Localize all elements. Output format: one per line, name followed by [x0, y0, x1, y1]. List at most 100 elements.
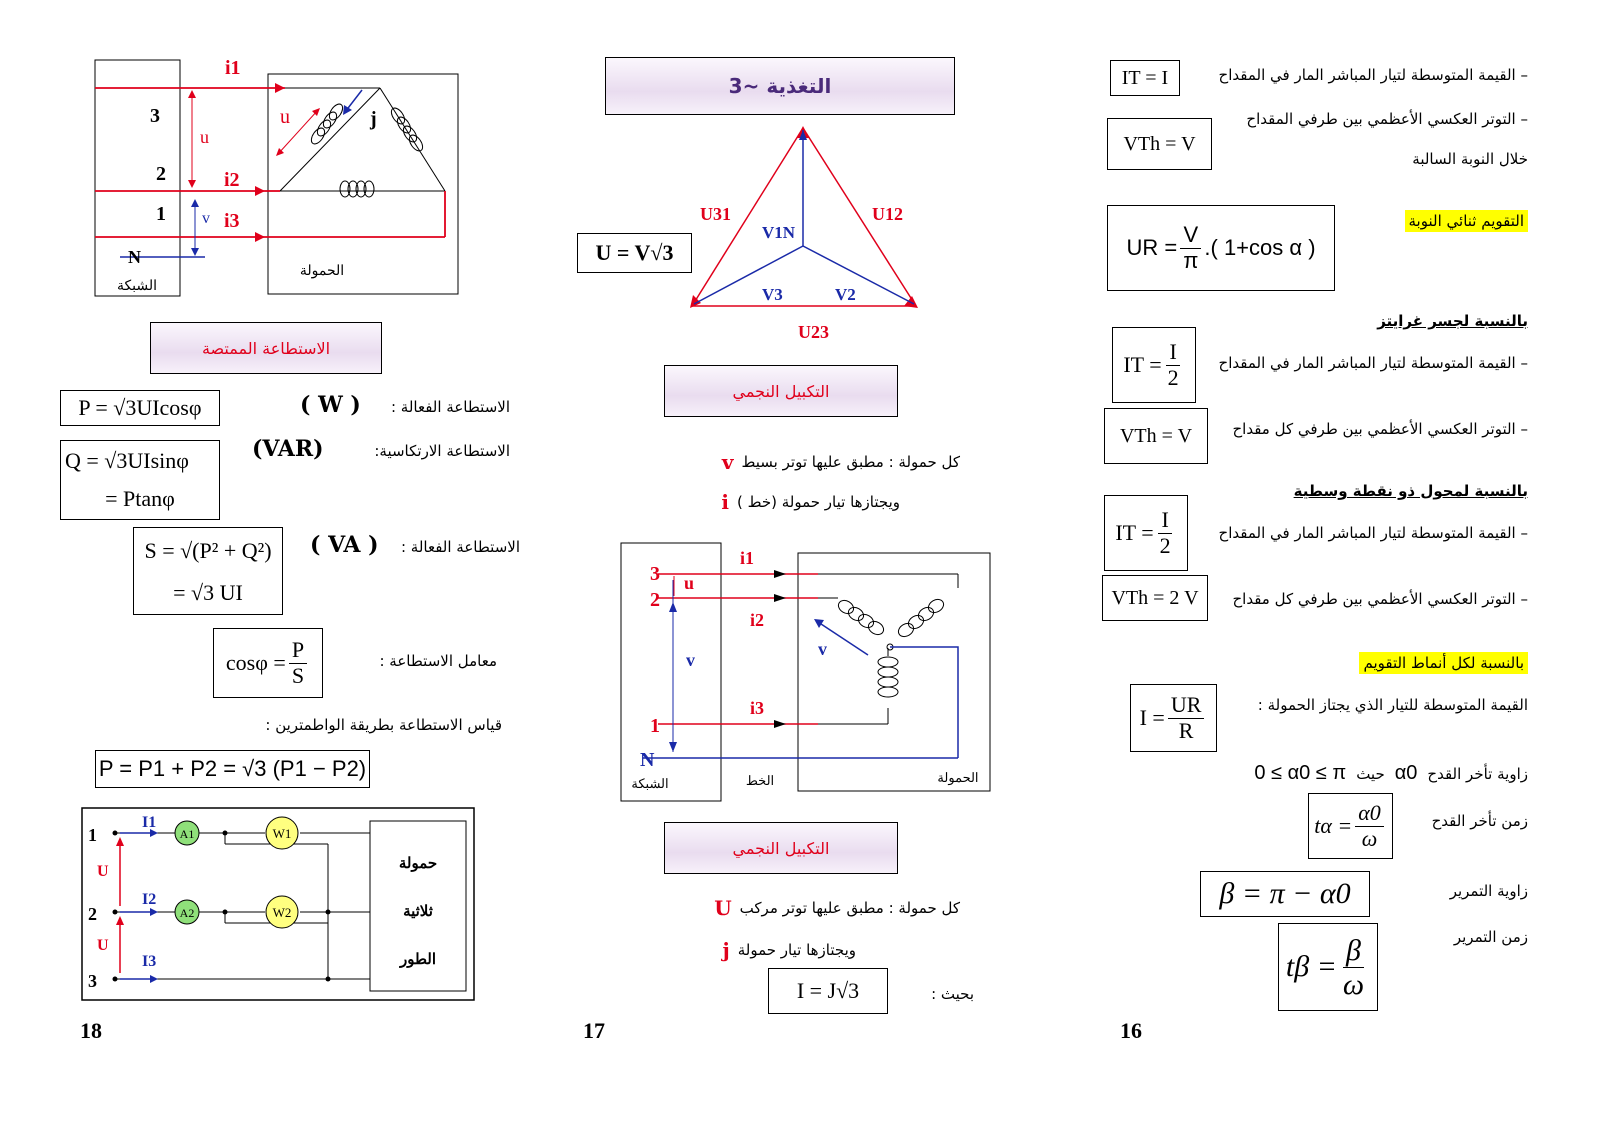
avg-current-3-den: 2	[1159, 532, 1171, 558]
firing-angle-where: حيث	[1356, 764, 1385, 783]
I1-label: I1	[142, 814, 156, 831]
all-rectifiers-heading: بالنسبة لكل أنماط التقويم	[1359, 652, 1528, 674]
center-tap-heading: بالنسبة لمحول ذو نقطة وسطية	[1293, 482, 1528, 500]
U23-label: U23	[798, 322, 829, 342]
avg-current-2-num: I	[1166, 340, 1180, 366]
node-2-label: 2	[88, 904, 97, 924]
delta-current-text: ويجتازها تيار حمولة	[737, 941, 856, 959]
supply-title: التغذية ~3	[605, 57, 955, 115]
U31-label: U31	[700, 204, 731, 224]
firing-angle-line: زاوية تأخر القدح α0 حيث 0 ≤ α0 ≤ π	[1254, 762, 1528, 785]
line-phase-current-formula: I = J√3	[768, 968, 888, 1014]
line-2-label: 2	[156, 163, 166, 185]
conduction-angle-formula: β = π − α0	[1200, 871, 1370, 917]
reverse-voltage-text-1: – التوتر العكسي الأعظمي بين طرفي المقداح	[1246, 110, 1528, 128]
two-wattmeter-circuit: 1 2 3 I1 I2 I3 U U A1 A2 W1 W2 حمولة ثلا…	[81, 807, 475, 1001]
delta-voltage-line: كل حمولة : مطبق عليها توتر مركب U	[714, 896, 960, 920]
delta-connection-diagram: 3 2 1 N i1 i2 i3 u v u j الشبكة الحمولة	[94, 57, 459, 297]
active-power-label: الاستطاعة الفعالة :	[390, 398, 510, 416]
apparent-power-label: الاستطاعة الفعالة :	[400, 538, 520, 556]
line-2-label: 2	[650, 589, 660, 611]
U-label-2: U	[97, 937, 109, 954]
reactive-power-formula-line2: = Ptanφ	[105, 486, 175, 511]
i3-label: i3	[224, 210, 240, 232]
firing-delay-lhs: tα =	[1314, 813, 1353, 838]
star-voltage-text: كل حمولة : مطبق عليها توتر بسيط	[741, 453, 960, 471]
line-3-label: 3	[150, 105, 160, 127]
ammeter-a1-icon	[174, 820, 200, 846]
I2-label: I2	[142, 891, 156, 908]
firing-delay-num: α0	[1355, 801, 1384, 827]
A2-label: A2	[180, 906, 195, 920]
full-wave-heading: التقويم ثنائي النوبة	[1404, 210, 1528, 232]
U12-label: U12	[872, 204, 903, 224]
reverse-voltage-formula-2: VTh = V	[1104, 408, 1208, 464]
conduction-time-den: ω	[1342, 967, 1365, 1001]
delta-voltage-text: كل حمولة : مطبق عليها توتر مركب	[739, 899, 960, 917]
delta-current-line: ويجتازها تيار حمولة j	[722, 938, 856, 962]
reverse-voltage-formula-1: VTh = V	[1107, 118, 1212, 170]
avg-current-2-den: 2	[1167, 364, 1179, 390]
page-number-17: 17	[583, 1018, 605, 1043]
star-connection-title-1: التكبيل النجمي	[664, 365, 898, 417]
star-voltage-symbol: v	[721, 450, 734, 474]
power-factor-num: P	[288, 638, 308, 664]
v-label: v	[686, 650, 695, 670]
negative-half-text: خلال النوبة السالبة	[1412, 150, 1528, 168]
W1-label: W1	[273, 826, 292, 841]
I3-label: I3	[142, 953, 156, 970]
line-3-label: 3	[650, 563, 660, 585]
graetz-heading: بالنسبة لجسر غرايتز	[1377, 312, 1528, 330]
star-current-line: ويجتازها تيار حمولة (خط ) i	[721, 490, 900, 514]
line-label: الخط	[746, 773, 774, 788]
full-wave-lhs: UR =	[1126, 235, 1178, 260]
ammeter-a2-icon	[174, 899, 200, 925]
reverse-voltage-text-3: – التوتر العكسي الأعظمي بين طرفي كل مقدا…	[1232, 590, 1529, 608]
W2-label: W2	[273, 905, 292, 920]
firing-delay-den: ω	[1361, 825, 1378, 851]
delta-current-symbol: j	[722, 938, 730, 962]
V3-label: V3	[762, 285, 783, 304]
i1-label: i1	[740, 548, 754, 568]
active-power-formula: P = √3UIcosφ	[60, 390, 220, 426]
avg-current-text-1: – القيمة المتوسطة لتيار المباشر المار في…	[1218, 66, 1528, 84]
avg-current-2-lhs: IT =	[1123, 352, 1162, 377]
star-current-symbol: i	[721, 490, 729, 514]
grid-label: الشبكة	[117, 279, 157, 294]
reactive-power-formula-box: Q = √3UIsinφ = Ptanφ	[60, 440, 220, 520]
delta-voltage-symbol: U	[714, 896, 732, 920]
u-label: u	[200, 127, 209, 147]
power-factor-lhs: cosφ =	[225, 650, 286, 675]
firing-angle-range: 0 ≤ α0 ≤ π	[1254, 762, 1347, 784]
V1N-label: V1N	[762, 223, 796, 242]
power-factor-den: S	[291, 662, 305, 688]
i1-label: i1	[225, 57, 241, 79]
node-3-label: 3	[88, 971, 97, 991]
reactive-power-unit: (VAR)	[252, 436, 324, 462]
apparent-power-formula-line2: = √3 UI	[173, 580, 243, 605]
load-label: الحمولة	[937, 770, 978, 786]
reactive-power-label: الاستطاعة الارتكاسية:	[374, 442, 510, 460]
star-voltage-line: كل حمولة : مطبق عليها توتر بسيط v	[722, 450, 960, 474]
conduction-time-lhs: tβ =	[1285, 950, 1337, 983]
v-load-label: v	[818, 639, 827, 659]
power-factor-label: معامل الاستطاعة :	[379, 652, 497, 670]
load-avg-num: UR	[1167, 693, 1205, 719]
grid-label: الشبكة	[631, 776, 668, 791]
wattmeter-w1-icon	[265, 816, 299, 850]
avg-current-text-2: – القيمة المتوسطة لتيار المباشر المار في…	[1218, 354, 1528, 372]
active-power-unit: ( W )	[300, 392, 361, 418]
i2-label: i2	[750, 610, 764, 630]
load-avg-lhs: I =	[1139, 705, 1165, 730]
phasor-diagram: U31 U12 U23 V1N V3 V2	[690, 126, 918, 342]
load-label: الحمولة	[300, 264, 344, 279]
neutral-label: N	[640, 749, 655, 771]
line-1-label: 1	[650, 715, 660, 737]
avg-current-text-3: – القيمة المتوسطة لتيار المباشر المار في…	[1218, 524, 1528, 542]
